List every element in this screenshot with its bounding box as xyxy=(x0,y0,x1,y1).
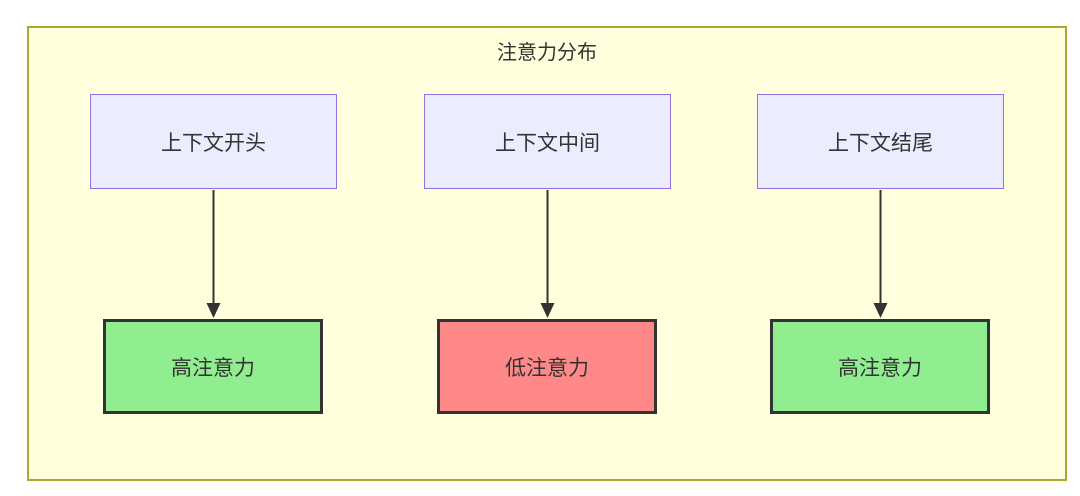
node-low-attention: 低注意力 xyxy=(437,319,657,414)
node-context-end-label: 上下文结尾 xyxy=(828,131,933,155)
node-context-middle: 上下文中间 xyxy=(424,94,671,189)
node-context-start: 上下文开头 xyxy=(90,94,337,189)
node-context-middle-label: 上下文中间 xyxy=(495,131,600,155)
node-context-end: 上下文结尾 xyxy=(757,94,1004,189)
node-high-attention-1-label: 高注意力 xyxy=(171,356,255,380)
node-high-attention-1: 高注意力 xyxy=(103,319,323,414)
diagram-title: 注意力分布 xyxy=(497,42,597,64)
node-low-attention-label: 低注意力 xyxy=(505,356,589,380)
node-context-start-label: 上下文开头 xyxy=(161,131,266,155)
node-high-attention-2-label: 高注意力 xyxy=(838,356,922,380)
node-high-attention-2: 高注意力 xyxy=(770,319,990,414)
